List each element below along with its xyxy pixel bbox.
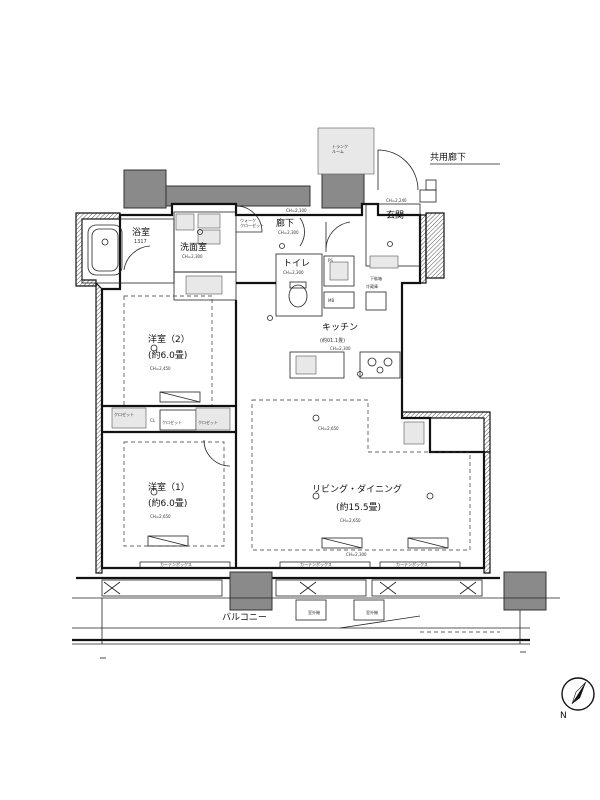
kitchen-label: キッチン xyxy=(322,322,358,333)
toilet-room xyxy=(275,253,323,317)
closet-mid-label: クロゼット xyxy=(162,419,182,425)
ps-label: PS xyxy=(328,258,333,263)
kitchen-ch: CH=2,300 xyxy=(330,346,351,351)
kitchen-counter xyxy=(289,351,345,379)
toilet-bowl-icon xyxy=(288,284,308,308)
entrance-label: 玄関 xyxy=(386,209,404,221)
wash-label: 洗面室 xyxy=(180,241,207,253)
curtain-box-mid-label: カーテンボックス xyxy=(300,561,332,567)
hall-ch: CH=2,300 xyxy=(278,230,299,235)
balcony-label: バルコニー xyxy=(222,612,267,623)
wic-label: ウォーククローゼット xyxy=(240,217,264,228)
mb-label: MB xyxy=(328,298,334,303)
trunk-room-label: トランクルーム xyxy=(332,143,348,154)
kitchen-size: (約01.1畳) xyxy=(320,337,345,344)
top-ch: CH=2,100 xyxy=(286,208,307,213)
living-pillar xyxy=(403,421,425,445)
shoe-box xyxy=(369,255,399,269)
column-top-mid xyxy=(321,169,365,209)
outer-wall-entrance-box xyxy=(425,212,445,279)
western1-label: 洋室（1） xyxy=(148,481,190,493)
bath-size: 1317 xyxy=(134,239,147,245)
outdoor-unit-1-label: 室外機 xyxy=(308,609,320,615)
trunk-room-box xyxy=(317,127,375,175)
shoe-label: 下駄箱 xyxy=(370,275,382,281)
mb-box xyxy=(323,291,355,309)
toilet-ch: CH=2,300 xyxy=(283,270,304,275)
bathtub xyxy=(87,224,123,276)
closet-left xyxy=(111,407,147,429)
living-size: (約15.5畳) xyxy=(336,501,381,513)
closet-left-label: クロゼット xyxy=(114,411,134,417)
washstand xyxy=(173,271,237,301)
toilet-label: トイレ xyxy=(283,259,310,269)
closet-right xyxy=(195,407,231,431)
fridge-label: 冷蔵庫 xyxy=(366,283,378,289)
curtain-box-mid xyxy=(279,561,371,569)
western1-size: (約6.0畳) xyxy=(148,497,187,509)
living-label: リビング・ダイニング xyxy=(312,483,402,495)
western2-size: (約6.0畳) xyxy=(148,349,187,361)
curtain-box-left xyxy=(139,561,231,569)
living-ch-top: CH=2,650 xyxy=(318,426,339,431)
balcony-column-right xyxy=(503,571,547,611)
living-ch-bottom: CH=2,300 xyxy=(346,552,367,557)
curtain-box-right xyxy=(379,561,461,569)
wash-ch: CH=2,300 xyxy=(182,254,203,259)
curtain-box-right-label: カーテンボックス xyxy=(396,561,428,567)
western2-label: 洋室（2） xyxy=(148,333,190,345)
kitchen-stove xyxy=(359,351,401,379)
fridge-box xyxy=(365,291,387,311)
living-dining xyxy=(251,399,471,551)
balcony-column-left xyxy=(229,571,273,611)
outdoor-unit-1 xyxy=(295,599,327,621)
outdoor-unit-2-label: 室外機 xyxy=(366,609,378,615)
hall-label: 廊下 xyxy=(276,217,294,229)
outdoor-unit-2 xyxy=(353,599,385,621)
closet-right-label: クロゼット xyxy=(198,419,218,425)
common-corridor-label: 共用廊下 xyxy=(430,151,466,163)
compass-icon xyxy=(561,677,595,711)
compass-label: N xyxy=(560,711,567,721)
western2-ch: CH=2,450 xyxy=(150,366,171,371)
ps-box xyxy=(323,255,355,287)
column-top-left xyxy=(123,169,167,209)
bath-label: 浴室 xyxy=(132,226,150,238)
curtain-box-left-label: カーテンボックス xyxy=(160,561,192,567)
living-ch: CH=2,650 xyxy=(340,518,361,523)
western1-ch: CH=2,650 xyxy=(150,514,171,519)
outer-wall xyxy=(95,281,103,574)
cl-label: CL xyxy=(150,418,156,423)
entrance-ch: CH=2,240 xyxy=(386,198,407,203)
